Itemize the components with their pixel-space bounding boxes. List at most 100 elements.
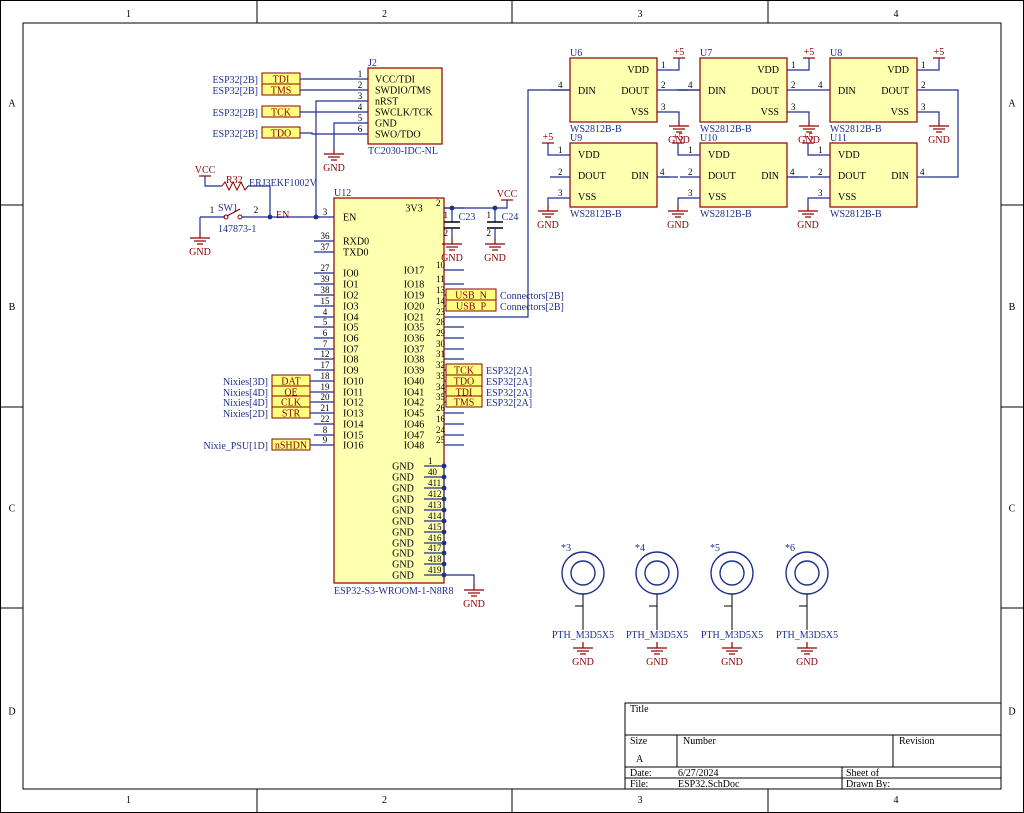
date-value: 6/27/2024 <box>678 768 719 779</box>
sw1-ref: SW1 <box>218 203 238 214</box>
gnd-symbol: GND <box>189 232 211 258</box>
port-sheet: ESP32[2A] <box>486 366 532 377</box>
led-part: WS2812B-B <box>700 209 752 220</box>
net-port-label: TDI <box>273 75 290 86</box>
u12-pin-name: IO16 <box>343 441 364 452</box>
r32-part: ERJ3EKF1002V <box>249 178 318 189</box>
gnd-symbol: GND <box>928 120 950 146</box>
power-label: +5 <box>934 47 945 58</box>
mounting-hole-inner <box>570 560 596 586</box>
port-sheet: Connectors[2B] <box>500 291 564 302</box>
gnd-label: GND <box>668 135 690 146</box>
pin-number: 15 <box>321 296 331 306</box>
pin-number: 1 <box>688 145 693 155</box>
led-body[interactable] <box>699 142 788 208</box>
net-port-label: TDO <box>271 129 292 140</box>
power-label: VCC <box>497 189 518 200</box>
pin-number: 413 <box>428 500 442 510</box>
net-port-label: nSHDN <box>275 441 307 452</box>
revision-label: Revision <box>899 736 935 747</box>
j2-pin-name: SWO/TDO <box>375 130 421 141</box>
wire <box>333 122 344 148</box>
u12-pin-name: IO10 <box>343 377 364 388</box>
net-port-label: TMS <box>271 86 292 97</box>
gnd-label: GND <box>721 657 743 668</box>
pin-number: 20 <box>321 392 331 402</box>
pin-number: 2 <box>558 167 563 177</box>
j2-part: TC2030-IDC-NL <box>368 146 438 157</box>
pin-number: 1 <box>818 145 823 155</box>
u12-pin-name: GND <box>392 571 414 582</box>
j2-body[interactable] <box>367 67 443 145</box>
u12-pin-name: IO7 <box>343 345 359 356</box>
pin-number: 19 <box>321 382 331 392</box>
pin-number: 14 <box>436 296 446 306</box>
led-body[interactable] <box>569 142 658 208</box>
wire <box>300 132 344 135</box>
j2-pin-name: nRST <box>375 97 398 108</box>
pin-number: 414 <box>428 511 442 521</box>
net-port-label: USB_N <box>455 291 487 302</box>
frame-row-label: A <box>1008 99 1016 110</box>
hole-ref: *3 <box>561 543 571 554</box>
pin-number: 5 <box>323 317 328 327</box>
u12-part: ESP32-S3-WROOM-1-N8R8 <box>334 586 453 597</box>
pin-number: 11 <box>436 274 445 284</box>
pin-number: 2 <box>791 80 796 90</box>
pin-number: 34 <box>436 382 446 392</box>
u12-pin-name: IO37 <box>404 345 425 356</box>
led-pin-name: DIN <box>891 171 909 182</box>
led-pin-name: DOUT <box>578 171 606 182</box>
pin-number: 3 <box>688 188 693 198</box>
pin-number: 1 <box>210 205 215 215</box>
mounting-hole-inner <box>794 560 820 586</box>
led-part: WS2812B-B <box>570 209 622 220</box>
u12-pin-name: IO1 <box>343 280 359 291</box>
u12-pin-name: IO38 <box>404 355 425 366</box>
led-body[interactable] <box>829 57 918 123</box>
led-body[interactable] <box>829 142 918 208</box>
wire <box>677 197 680 205</box>
u12-pin-name: 3V3 <box>405 204 422 215</box>
pin-number: 2 <box>661 80 666 90</box>
wire <box>929 89 959 178</box>
u12-body[interactable] <box>333 197 445 584</box>
hole-part: PTH_M3D5X5 <box>552 630 614 641</box>
led-pin-name: DOUT <box>881 86 909 97</box>
led-body[interactable] <box>699 57 788 123</box>
junction-dot <box>267 214 273 220</box>
frame-column-label: 3 <box>638 795 643 806</box>
pin-number: 39 <box>321 274 331 284</box>
u12-pin-name: RXD0 <box>343 237 369 248</box>
sw1-contact <box>223 214 229 220</box>
pin-number: 24 <box>436 425 446 435</box>
net-port-label: USB_P <box>456 302 486 313</box>
u12-pin-name: EN <box>343 213 356 224</box>
right-net-port[interactable] <box>445 395 483 408</box>
gnd-symbol: GND <box>798 120 820 146</box>
pin-number: 27 <box>321 263 331 273</box>
port-usb-p[interactable] <box>445 299 497 312</box>
gnd-symbol: GND <box>441 238 463 264</box>
u12-pin-name: IO41 <box>404 388 425 399</box>
port-sheet: ESP32[2B] <box>212 129 258 140</box>
gnd-symbol: GND <box>323 148 345 174</box>
pin-number: 38 <box>321 285 331 295</box>
pin-number: 412 <box>428 489 442 499</box>
pin-number: 417 <box>428 543 442 553</box>
pin-number: 13 <box>436 285 446 295</box>
cap-ref: C24 <box>502 212 519 223</box>
led-pin-name: DIN <box>838 86 856 97</box>
gnd-label: GND <box>646 657 668 668</box>
pin-number: 4 <box>358 102 363 112</box>
wire <box>807 111 810 120</box>
gnd-symbol: GND <box>646 642 668 668</box>
led-body[interactable] <box>569 57 658 123</box>
led-part: WS2812B-B <box>570 124 622 135</box>
pin-number: 23 <box>436 307 446 317</box>
led-pin-name: VDD <box>578 150 600 161</box>
frame-row-label: D <box>8 707 15 718</box>
pin-number: 4 <box>688 80 693 90</box>
u12-pin-name: GND <box>392 517 414 528</box>
gnd-label: GND <box>484 253 506 264</box>
